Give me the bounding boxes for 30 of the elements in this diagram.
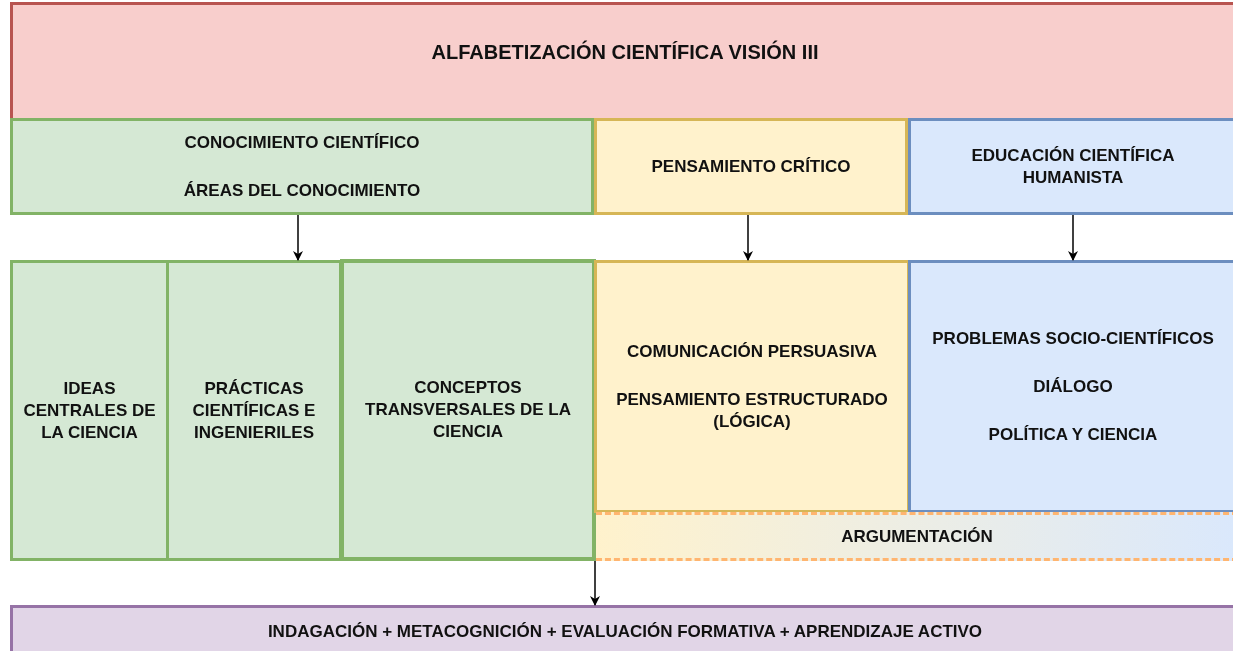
content-box — [908, 260, 1233, 513]
band — [596, 512, 1233, 561]
content-box — [340, 259, 596, 561]
arrow — [293, 214, 303, 261]
category-box — [594, 118, 908, 215]
content-box — [10, 260, 169, 561]
box-label: CONCEPTOS TRANSVERSALES DE LA CIENCIA — [364, 377, 572, 443]
box-label: CONOCIMIENTO CIENTÍFICO — [183, 131, 421, 154]
box-label: ALFABETIZACIÓN CIENTÍFICA VISIÓN III — [430, 41, 820, 63]
box-label: COMUNICACIÓN PERSUASIVA — [626, 340, 878, 363]
box-label: POLÍTICA Y CIENCIA — [987, 423, 1159, 446]
category-box — [908, 118, 1233, 215]
box-label: IDEAS CENTRALES DE LA CIENCIA — [22, 377, 157, 444]
content-box — [594, 260, 910, 513]
box-label: INDAGACIÓN + METACOGNICIÓN + EVALUACIÓN FORMATIVA + APRENDIZAJE ACTIVO — [266, 621, 984, 643]
box-label: ÁREAS DEL CONOCIMIENTO — [182, 179, 422, 202]
box-label: ARGUMENTACIÓN — [840, 525, 994, 548]
content-box — [166, 260, 342, 561]
box-label: PRÁCTICAS CIENTÍFICAS E INGENIERILES — [191, 377, 317, 444]
arrow — [743, 214, 753, 261]
box-label: PROBLEMAS SOCIO-CIENTÍFICOS — [931, 327, 1215, 350]
arrow — [1068, 214, 1078, 261]
box-label: EDUCACIÓN CIENTÍFICA HUMANISTA — [970, 144, 1176, 189]
box-label: PENSAMIENTO ESTRUCTURADO (LÓGICA) — [615, 388, 889, 433]
box-label: PENSAMIENTO CRÍTICO — [650, 155, 852, 178]
box-label: DIÁLOGO — [1032, 375, 1114, 398]
arrow — [590, 560, 600, 606]
category-box — [10, 118, 594, 215]
title-box — [10, 2, 1233, 215]
process-bar — [10, 605, 1233, 651]
